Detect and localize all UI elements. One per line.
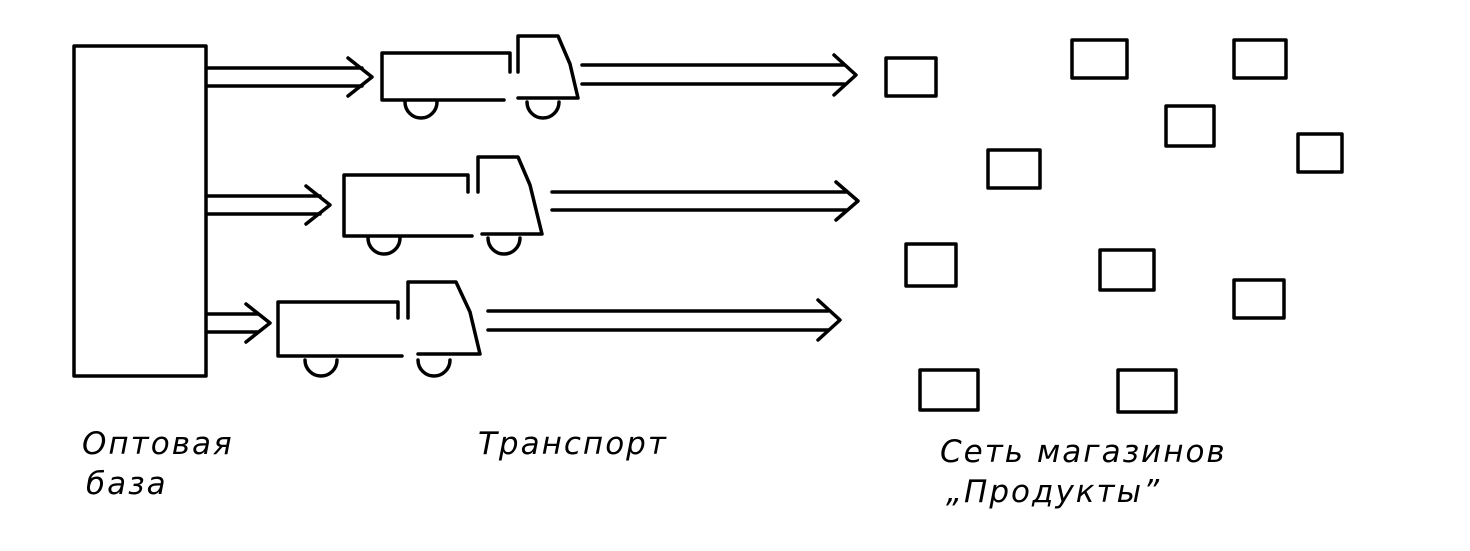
stores-label-line-1: Сеть магазинов: [940, 434, 1227, 470]
delivery-route-1: [206, 34, 858, 120]
store-box: [1164, 104, 1216, 148]
store-box: [1296, 132, 1344, 174]
warehouse-label-line-1: Оптовая: [82, 426, 234, 462]
store-box: [1070, 38, 1129, 80]
arrow-truck-3-to-stores: [486, 298, 842, 342]
truck-1-icon: [380, 34, 580, 120]
store-box: [1232, 38, 1288, 80]
store-box: [1232, 278, 1286, 320]
stores-label: Сеть магазинов „Продукты”: [940, 432, 1227, 512]
truck-3-icon: [276, 280, 482, 378]
store-box: [986, 148, 1042, 190]
warehouse-label-line-2: база: [86, 466, 168, 502]
transport-label-text: Транспорт: [478, 426, 668, 462]
warehouse-block: [72, 44, 208, 378]
stores-label-line-2: „Продукты”: [946, 474, 1162, 510]
store-box: [904, 242, 958, 288]
store-box: [1098, 248, 1156, 292]
delivery-route-2: [206, 155, 860, 256]
arrow-truck-1-to-stores: [580, 53, 858, 97]
arrow-warehouse-to-truck-1: [206, 56, 374, 98]
delivery-route-3: [206, 280, 842, 378]
arrow-warehouse-to-truck-3: [206, 302, 272, 344]
arrow-warehouse-to-truck-2: [206, 184, 332, 226]
store-box: [884, 56, 938, 98]
store-network: [884, 38, 1344, 414]
store-box: [1116, 368, 1178, 414]
transport-label: Транспорт: [478, 424, 668, 464]
store-box: [918, 368, 980, 412]
truck-2-icon: [342, 155, 544, 256]
warehouse-label: Оптовая база: [82, 424, 234, 504]
arrow-truck-2-to-stores: [550, 180, 860, 222]
